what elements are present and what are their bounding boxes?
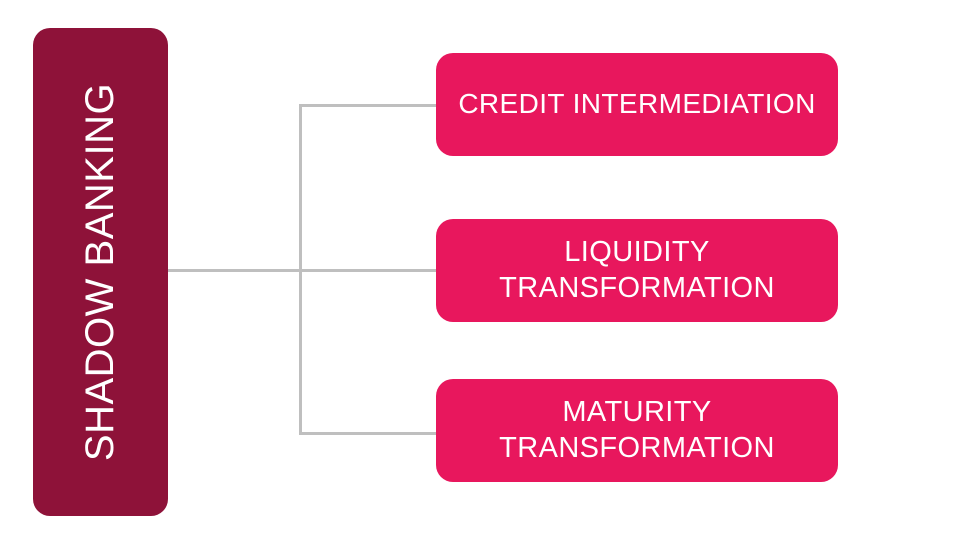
node-shadow-banking[interactable]: SHADOW BANKING [33,28,168,516]
connector-vertical-trunk [299,104,302,435]
node-shadow-banking-label: SHADOW BANKING [78,82,123,462]
connector-branch-credit-intermediation [299,104,436,107]
node-liquidity-transformation-label: LIQUIDITY TRANSFORMATION [499,236,775,304]
node-maturity-transformation[interactable]: MATURITY TRANSFORMATION [436,379,838,482]
node-liquidity-transformation[interactable]: LIQUIDITY TRANSFORMATION [436,219,838,322]
connector-branch-maturity-transformation [299,432,436,435]
node-credit-intermediation-label: CREDIT INTERMEDIATION [458,88,816,120]
connector-root-stem [168,269,436,272]
node-maturity-transformation-label: MATURITY TRANSFORMATION [499,396,775,464]
node-credit-intermediation[interactable]: CREDIT INTERMEDIATION [436,53,838,156]
